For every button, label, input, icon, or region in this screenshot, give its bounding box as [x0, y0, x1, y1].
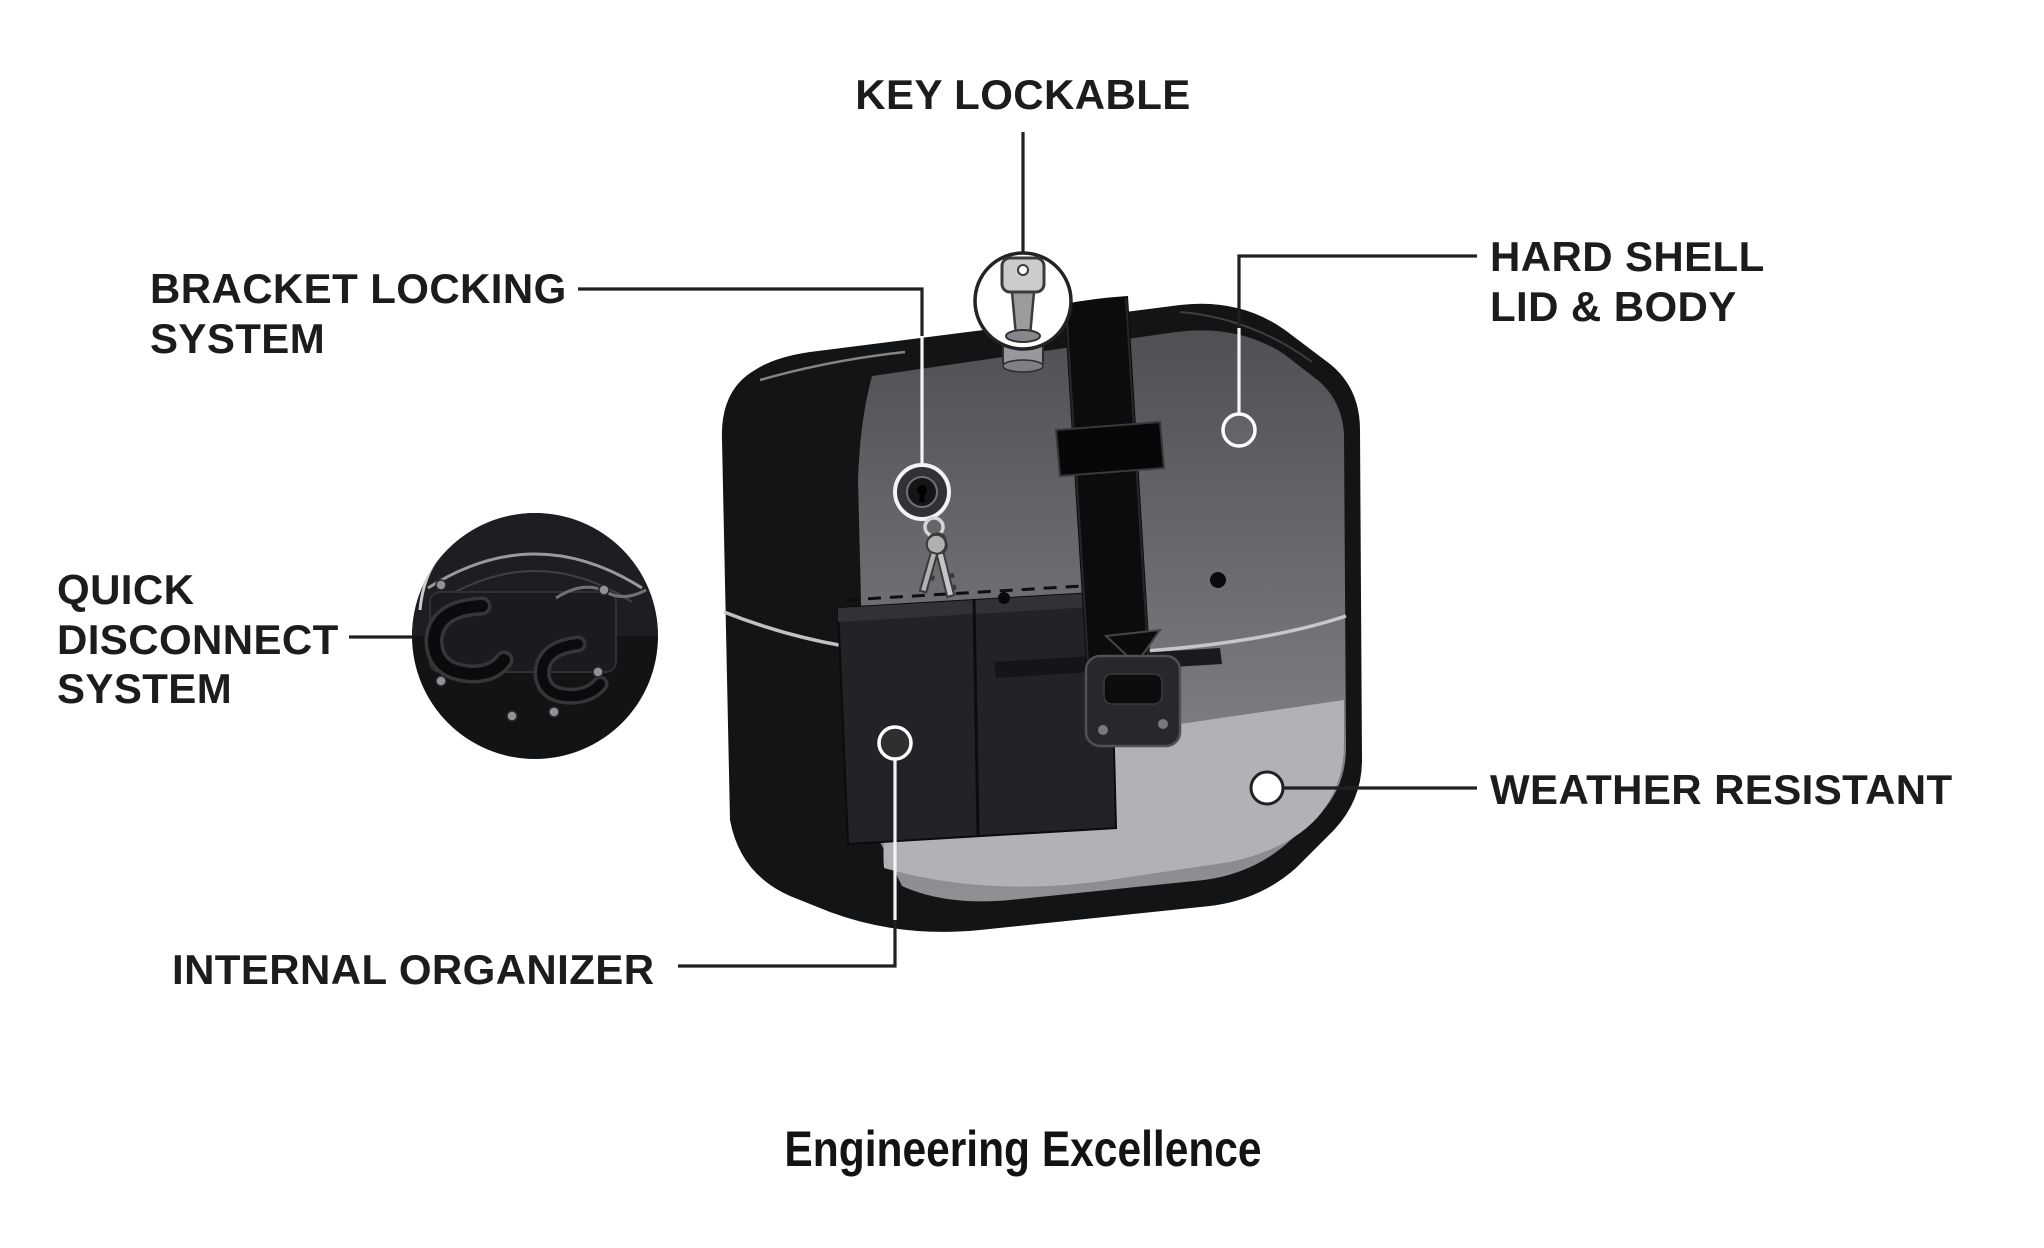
internal-organizer-box [836, 590, 1118, 846]
bracket-screws [435, 579, 610, 722]
page-title-text: Engineering Excellence [784, 1121, 1262, 1177]
strap-hook [1103, 628, 1163, 666]
page-title: Engineering Excellence [742, 1120, 1303, 1178]
callout-label-bracket-locking: BRACKET LOCKING SYSTEM [150, 264, 567, 363]
callout-text: WEATHER RESISTANT [1490, 766, 1953, 813]
callout-line-bracket-locking [578, 287, 924, 463]
callout-line-internal-organizer [678, 725, 913, 968]
top-right-rim-seam [1179, 311, 1313, 363]
quick-disconnect-inset [412, 513, 658, 759]
callout-lines [349, 132, 1477, 968]
callout-text: DISCONNECT [57, 615, 339, 663]
callout-line-hard-shell [1221, 254, 1477, 448]
callout-text: QUICK [57, 566, 195, 613]
callout-line-weather-resistant [1249, 770, 1477, 806]
callout-dot-internal-organizer [877, 725, 913, 761]
callout-label-key-lockable: KEY LOCKABLE [855, 70, 1190, 120]
bag-body [721, 251, 1362, 932]
callout-dot-weather-resistant [1249, 770, 1285, 806]
rivet-dot [1210, 572, 1226, 588]
callout-text: BRACKET LOCKING [150, 265, 567, 312]
callout-text: INTERNAL ORGANIZER [172, 946, 655, 993]
callout-label-internal-organizer: INTERNAL ORGANIZER [172, 945, 654, 995]
callout-label-quick-disconnect: QUICK DISCONNECT SYSTEM [57, 565, 339, 714]
strap-keeper [1054, 420, 1166, 478]
callout-text: HARD SHELL [1490, 233, 1765, 280]
callout-text: SYSTEM [150, 314, 326, 362]
top-rim-highlight [759, 350, 906, 382]
callout-label-hard-shell: HARD SHELL LID & BODY [1490, 232, 1765, 331]
strap-buckle [1084, 654, 1182, 748]
callout-text: LID & BODY [1490, 282, 1737, 330]
callout-text: KEY LOCKABLE [855, 71, 1191, 118]
mounting-bracket-icon [424, 596, 609, 705]
lock-with-keys-icon [893, 463, 957, 599]
top-lock-icon [973, 251, 1073, 373]
callout-dot-hard-shell [1221, 412, 1257, 448]
bag-strap [1054, 296, 1182, 748]
callout-text: SYSTEM [57, 665, 233, 713]
callout-label-weather-resistant: WEATHER RESISTANT [1490, 765, 1953, 815]
